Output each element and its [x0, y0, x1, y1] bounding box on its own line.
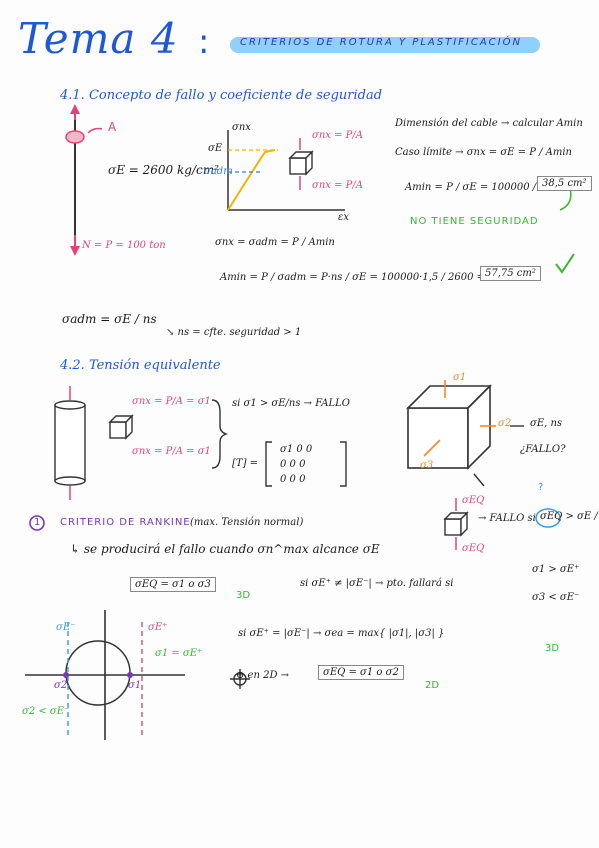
condition-2d: ⊕ en 2D →	[236, 670, 290, 681]
page-title: Tema 4	[18, 14, 179, 63]
mohr-s2-label: σ2	[54, 680, 68, 691]
snx-sadm-eq: σnx = σadm = P / Amin	[215, 237, 335, 248]
axis-ex: εx	[338, 212, 350, 223]
cube-bottom-stress: σnx = P/A	[312, 180, 363, 191]
fallo-condition: σEQ > σE / ns	[540, 511, 599, 522]
amin-result-1: 38,5 cm²	[537, 176, 592, 191]
condition-s3: σ3 < σE⁻	[532, 592, 580, 603]
cube-top-stress: σnx = P/A	[312, 130, 363, 141]
equal-limits-condition: si σE⁺ = |σE⁻| → σea = max{ |σ1|, |σ3| }	[238, 628, 445, 639]
tensor-row-2: 0 0 0	[280, 459, 306, 470]
amin-calc-1: Amin = P / σE = 100000 / 2600 =	[405, 182, 577, 193]
se-plus-label: σE⁺	[148, 622, 168, 633]
axis-sadm: σadm	[204, 166, 233, 177]
ns-definition: ↘ ns = cfte. seguridad > 1	[166, 327, 302, 338]
tag-2d: 2D	[425, 680, 440, 691]
cylinder-bottom-stress: σnx = P/A = σ1	[132, 446, 211, 457]
s2-condition: σ2 < σE⁻	[22, 706, 70, 717]
unequal-limits-condition: si σE⁺ ≠ |σE⁻| → pto. fallará si	[300, 578, 454, 589]
banner-text: CRITERIOS DE ROTURA Y PLASTIFICACIÓN	[240, 37, 522, 48]
no-safety-note: NO TIENE SEGURIDAD	[410, 216, 539, 227]
criterion-number: 1	[34, 517, 41, 528]
label-a: A	[108, 120, 117, 134]
tag-3d-2: 3D	[545, 643, 560, 654]
limit-case-text: Caso límite → σnx = σE = P / Amin	[395, 147, 572, 158]
axis-se: σE	[208, 143, 223, 154]
section-heading-4-1: 4.1. Concepto de fallo y coeficiente de …	[60, 88, 383, 103]
condition-s1: σ1 > σE⁺	[532, 564, 580, 575]
rankine-eq-2d: σEQ = σ1 o σ2	[318, 665, 404, 680]
title-colon: :	[198, 22, 210, 62]
banner-highlight: CRITERIOS DE ROTURA Y PLASTIFICACIÓN	[230, 37, 540, 53]
fallo-si-text: → FALLO si	[478, 513, 536, 524]
tensor-row-3: 0 0 0	[280, 474, 306, 485]
tensor-label: [T] =	[232, 458, 259, 469]
rankine-statement: ↳ se producirá el fallo cuando σn^max al…	[70, 542, 380, 556]
rankine-heading: CRITERIO DE RANKINE	[60, 517, 191, 528]
sigma-2-label: σ2	[498, 418, 512, 429]
tensor-row-1: σ1 0 0	[280, 444, 313, 455]
seq-top-label: σEQ	[462, 495, 485, 506]
rankine-eq-3d: σEQ = σ1 o σ3	[130, 577, 216, 592]
mohr-s1-label: σ1	[128, 680, 142, 691]
sadm-definition: σadm = σE / ns	[62, 312, 157, 326]
cable-dimension-text: Dimensión del cable → calcular Amin	[395, 118, 583, 129]
tag-3d-1: 3D	[236, 590, 251, 601]
sigma-1-label: σ1	[453, 372, 467, 383]
axis-snx: σnx	[232, 122, 251, 133]
se-minus-label: σE⁻	[56, 622, 76, 633]
cylinder-top-stress: σnx = P/A = σ1	[132, 396, 211, 407]
section-heading-4-2: 4.2. Tensión equivalente	[60, 358, 221, 373]
s1-equals-se-plus: σ1 = σE⁺	[155, 648, 203, 659]
rankine-subtitle: (max. Tensión normal)	[190, 517, 304, 528]
se-ns-label: σE, ns	[530, 418, 563, 429]
failure-condition: si σ1 > σE/ns → FALLO	[232, 398, 351, 409]
seq-bottom-label: σEQ	[462, 543, 485, 554]
question-mark: ?	[538, 482, 544, 493]
amin-calc-2: Amin = P / σadm = P·ns / σE = 100000·1,5…	[220, 272, 485, 283]
sigma-3-label: σ3	[420, 460, 434, 471]
sigma-e-value: σE = 2600 kg/cm²	[108, 163, 219, 177]
n-load-label: N = P = 100 ton	[82, 240, 166, 251]
fallo-question: ¿FALLO?	[520, 444, 566, 455]
amin-result-2: 57,75 cm²	[480, 266, 541, 281]
